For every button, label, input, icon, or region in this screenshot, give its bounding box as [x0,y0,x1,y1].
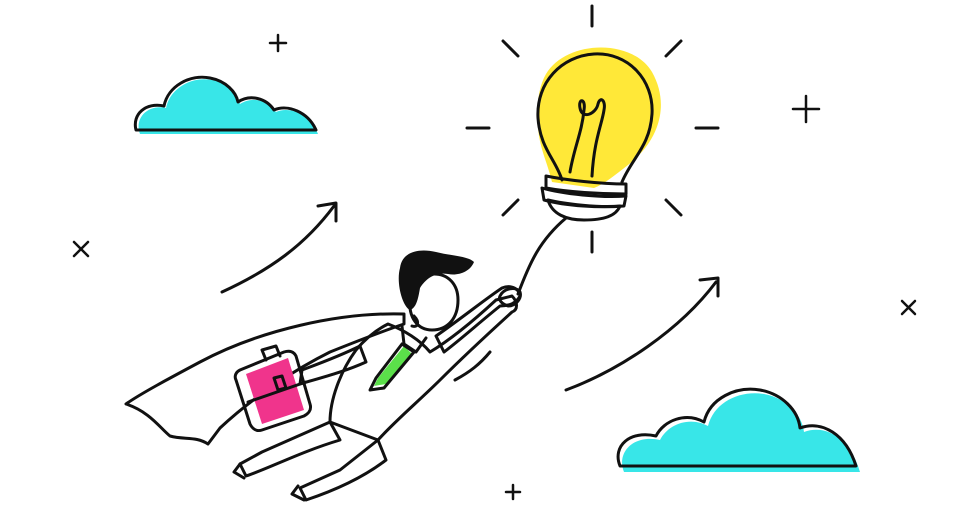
hair [398,250,474,310]
necktie [368,342,416,392]
bulb-rays [465,4,720,254]
arrow-icon [220,201,338,294]
sparkle-icon [791,94,821,124]
motion-line [453,350,492,382]
arrow-icon [564,276,720,392]
balloon-string [516,216,568,296]
close-sparkle-icon [72,240,90,258]
lightbulb-icon [536,47,661,222]
close-sparkle-icon [900,299,917,316]
sparkle-icon [268,33,288,53]
cloud-icon [616,387,860,472]
collar [400,324,428,354]
briefcase-icon [233,344,312,432]
cape [124,312,406,446]
sparkle-icon [504,483,522,501]
cloud-icon [133,75,318,134]
